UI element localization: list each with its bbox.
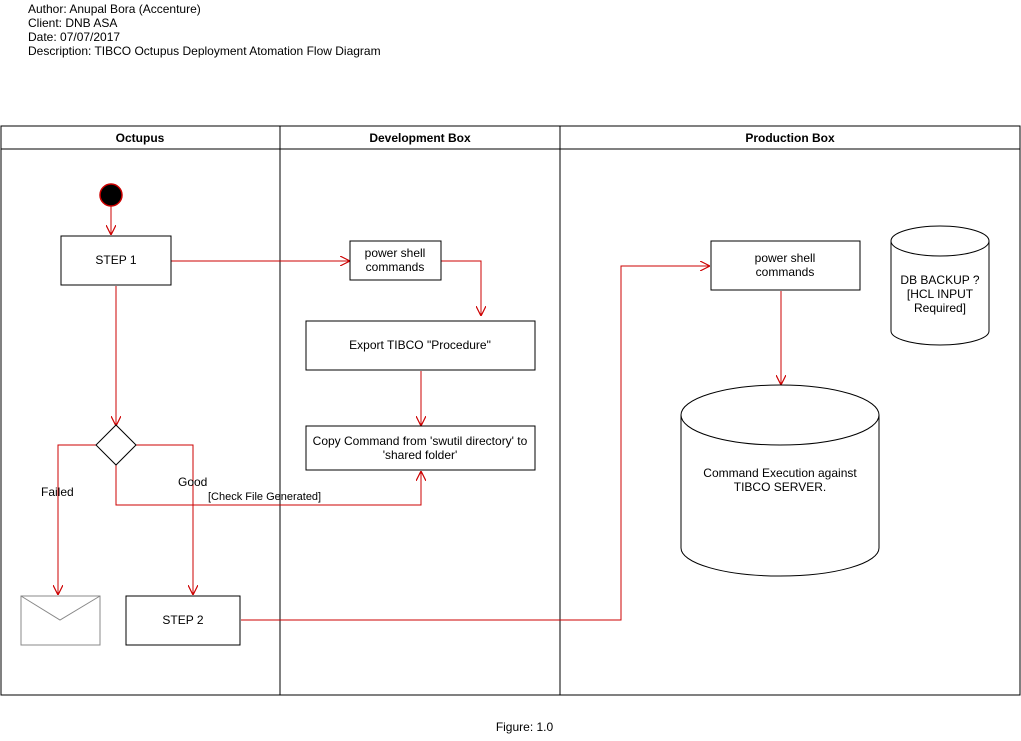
edge-check-file-generated <box>115 465 421 506</box>
edge-good <box>136 444 193 595</box>
prod-powershell-node: power shell commands <box>710 240 861 291</box>
command-execution-database: Command Execution against TIBCO SERVER. <box>680 384 880 577</box>
copy-command-label-line1: Copy Command from 'swutil directory' to <box>313 434 528 448</box>
dev-powershell-label-line1: power shell <box>365 246 426 260</box>
db-backup-label-line1: DB BACKUP ? <box>900 273 979 287</box>
description-line: Description: TIBCO Octupus Deployment At… <box>28 44 381 58</box>
good-label: Good <box>178 475 207 489</box>
command-execution-label-line1: Command Execution against <box>703 466 857 480</box>
db-backup-label-line3: Required] <box>914 301 966 315</box>
document-header: Author: Anupal Bora (Accenture) Client: … <box>28 2 381 58</box>
date-line: Date: 07/07/2017 <box>28 30 121 44</box>
failed-label: Failed <box>41 485 74 499</box>
swimlane-pool: Octupus Development Box Production Box <box>0 125 1021 696</box>
edge-dev-powershell-to-export <box>441 260 481 316</box>
copy-command-node: Copy Command from 'swutil directory' to … <box>305 425 536 471</box>
client-line: Client: DNB ASA <box>28 16 118 30</box>
figure-caption: Figure: 1.0 <box>495 720 554 734</box>
step2-label: STEP 2 <box>162 613 203 627</box>
db-backup-database: DB BACKUP ? [HCL INPUT Required] <box>890 225 990 346</box>
step1-node: STEP 1 <box>60 235 172 286</box>
lane-header-development: Development Box <box>369 131 471 145</box>
prod-powershell-label-line1: power shell <box>755 251 816 265</box>
export-tibco-node: Export TIBCO "Procedure" <box>305 320 536 371</box>
author-line: Author: Anupal Bora (Accenture) <box>28 2 201 16</box>
step1-label: STEP 1 <box>95 253 136 267</box>
step2-node: STEP 2 <box>125 595 241 646</box>
start-node <box>99 183 123 207</box>
dev-powershell-label-line2: commands <box>366 260 425 274</box>
export-tibco-label: Export TIBCO "Procedure" <box>349 338 491 352</box>
connectors <box>58 206 781 621</box>
edge-failed <box>58 444 96 595</box>
mail-icon <box>20 595 101 646</box>
check-file-label: [Check File Generated] <box>208 491 321 503</box>
copy-command-label-line2: 'shared folder' <box>383 448 458 462</box>
lane-header-octupus: Octupus <box>116 131 165 145</box>
edge-step2-to-prod-powershell <box>241 266 710 621</box>
decision-diamond <box>95 424 137 466</box>
lane-header-production: Production Box <box>745 131 835 145</box>
dev-powershell-node: power shell commands <box>349 240 442 281</box>
db-backup-label-line2: [HCL INPUT <box>907 287 974 301</box>
prod-powershell-label-line2: commands <box>756 265 815 279</box>
command-execution-label-line2: TIBCO SERVER. <box>734 480 826 494</box>
